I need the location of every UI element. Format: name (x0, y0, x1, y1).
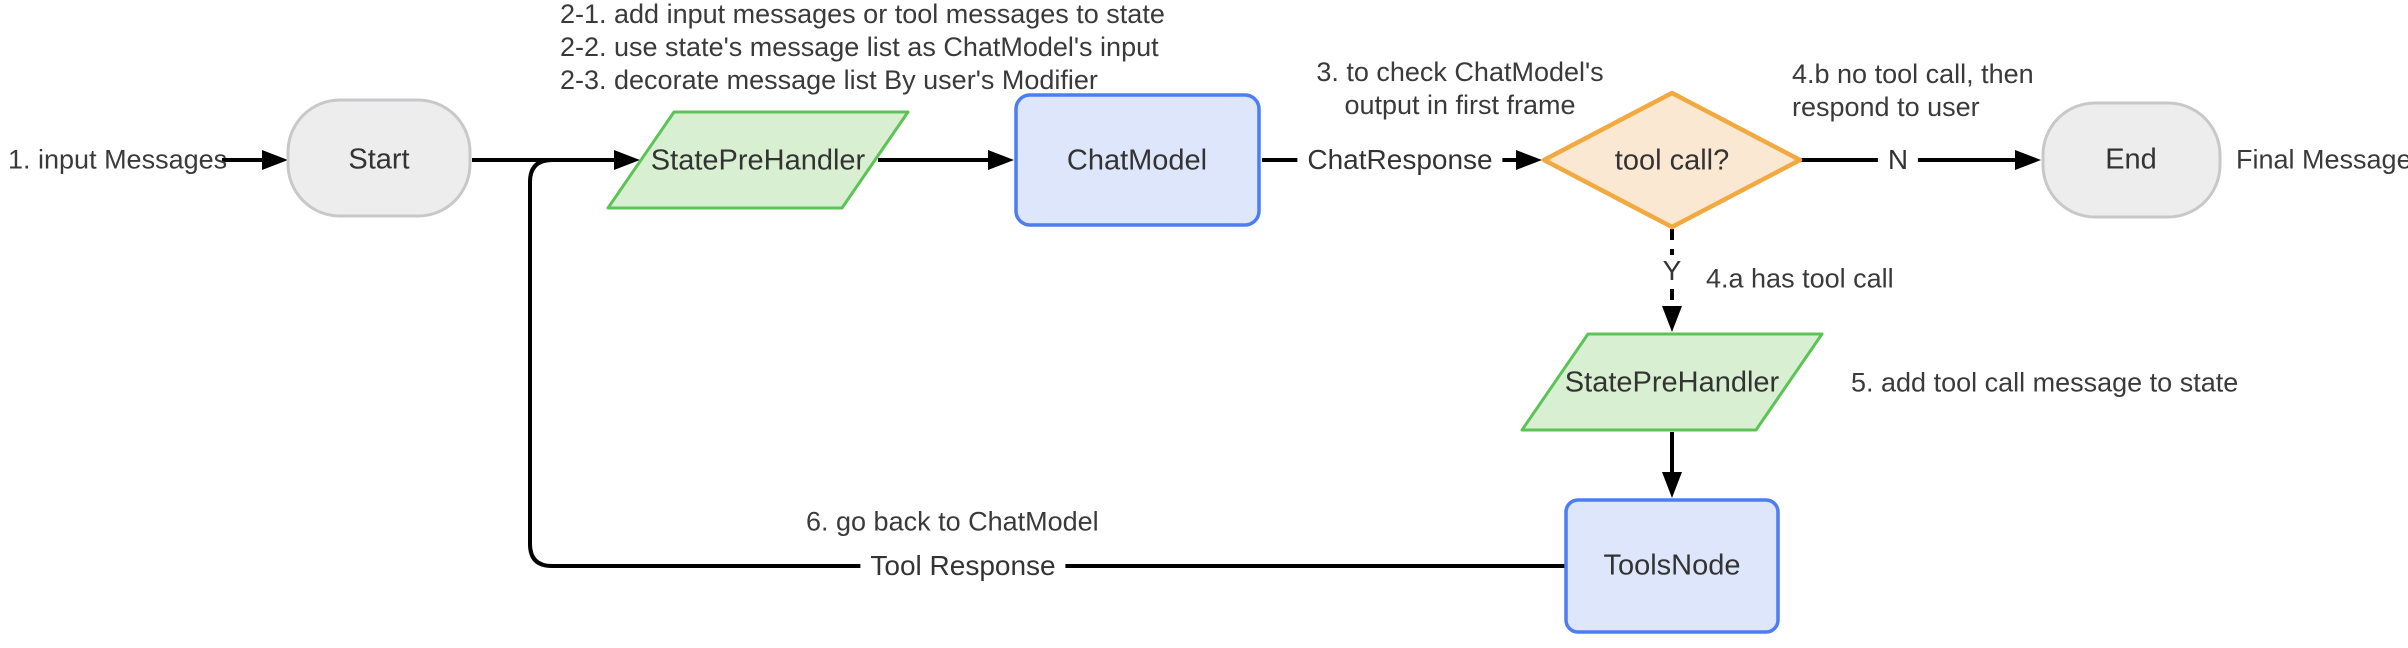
end-node-shape (2041, 101, 2222, 219)
state-pre-handler-top-shape (606, 110, 910, 210)
annotation-step4a: 4.a has tool call (1706, 263, 1894, 294)
decision-diamond-shape (1541, 90, 1803, 230)
node-label-tools-node: ToolsNode (1603, 549, 1741, 582)
edge-label-n: N (1877, 144, 1919, 176)
state-pre-handler-bottom-shape (1520, 332, 1824, 432)
start-node-shape (286, 98, 472, 218)
annotation-step2-line1: 2-1. add input messages or tool messages… (560, 0, 1165, 29)
edge-label-y: Y (1652, 255, 1692, 287)
node-label-chat-model: ChatModel (1066, 144, 1208, 177)
annotation-step5: 5. add tool call message to state (1851, 367, 2239, 398)
annotation-step4b: 4.b no tool call, then respond to user (1792, 58, 2034, 124)
annotation-final-message: Final Message (2236, 144, 2408, 175)
node-label-tool-call-decision: tool call? (1614, 144, 1730, 177)
annotation-step4b-line1: 4.b no tool call, then (1792, 59, 2034, 89)
annotation-step2-line2: 2-2. use state's message list as ChatMod… (560, 32, 1159, 62)
edge-label-tool-response: Tool Response (860, 550, 1066, 582)
annotation-step2: 2-1. add input messages or tool messages… (560, 0, 1165, 97)
annotation-step2-line3: 2-3. decorate message list By user's Mod… (560, 65, 1098, 95)
tools-node-shape (1564, 498, 1780, 634)
edge-label-chat-response: ChatResponse (1297, 144, 1503, 176)
node-label-start: Start (348, 143, 410, 176)
node-label-state-pre-handler-top: StatePreHandler (650, 144, 866, 177)
annotation-step1: 1. input Messages (8, 144, 228, 175)
annotation-step3-line1: 3. to check ChatModel's (1316, 57, 1604, 87)
annotation-step4b-line2: respond to user (1792, 92, 1980, 122)
annotation-step6: 6. go back to ChatModel (806, 506, 1099, 537)
chat-model-node-shape (1014, 93, 1261, 227)
node-label-state-pre-handler-bottom: StatePreHandler (1564, 366, 1780, 399)
annotation-step3-line2: output in first frame (1344, 90, 1576, 120)
annotation-step3: 3. to check ChatModel's output in first … (1316, 56, 1603, 122)
node-label-end: End (2105, 143, 2157, 176)
